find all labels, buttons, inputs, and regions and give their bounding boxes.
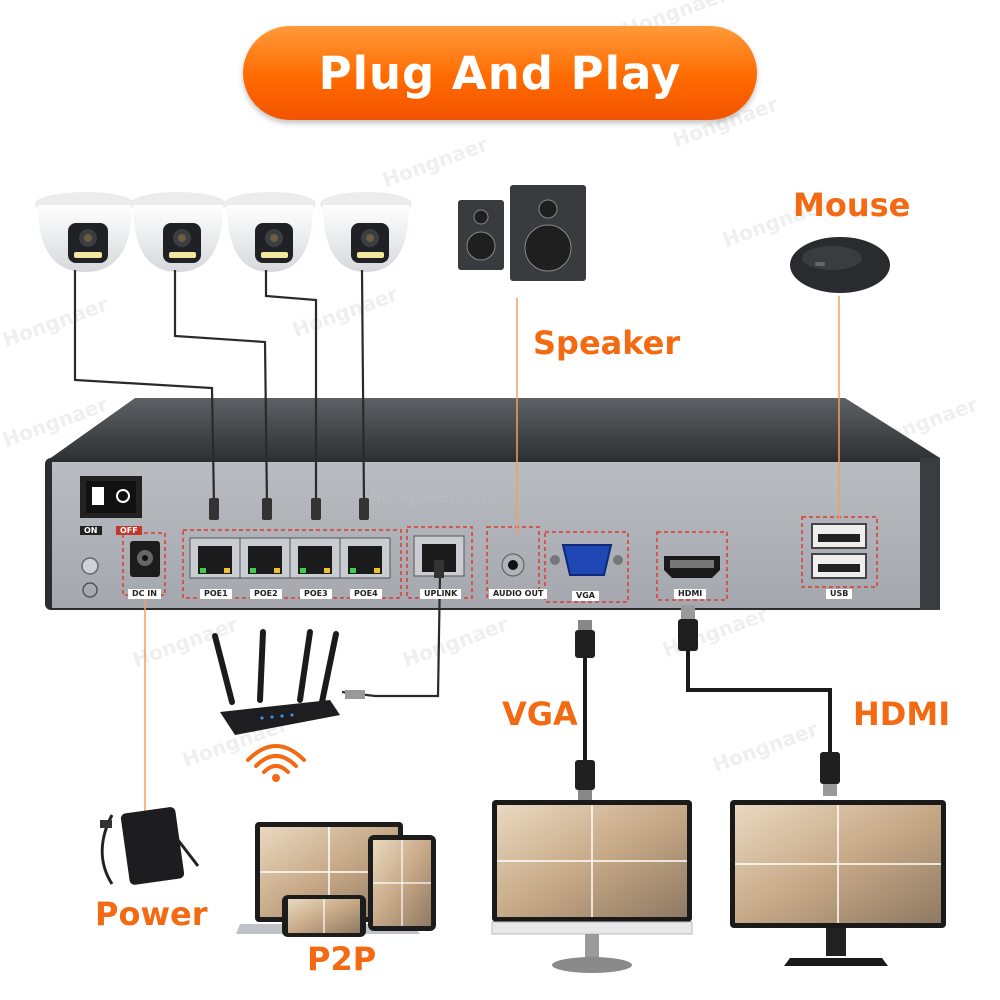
dome-camera-icon	[320, 192, 412, 272]
router-icon	[212, 629, 340, 735]
port-label-vga: VGA	[572, 591, 599, 601]
speaker-icon	[458, 185, 586, 281]
power-adapter-icon	[100, 807, 200, 885]
port-label-poe4: POE4	[350, 589, 382, 599]
phone-icon	[282, 895, 366, 937]
switch-on-label: ON	[80, 526, 102, 535]
port-label-uplink: UPLINK	[420, 589, 462, 599]
mouse-icon	[790, 237, 890, 293]
port-label-hdmi: HDMI	[674, 589, 707, 599]
monitor-icon	[730, 800, 946, 966]
monitor-icon	[491, 800, 693, 973]
dome-camera-icon	[130, 192, 226, 272]
power-label: Power	[95, 895, 208, 933]
hdmi-label: HDMI	[853, 695, 951, 733]
title-banner: Plug And Play	[243, 26, 757, 120]
website-url: hongnaer.com	[370, 486, 499, 507]
dome-camera-icon	[224, 192, 316, 272]
hdmi-cable	[678, 605, 840, 796]
vga-cable	[575, 620, 595, 800]
port-label-usb: USB	[826, 589, 853, 599]
tablet-icon	[368, 835, 436, 931]
wifi-icon	[246, 744, 306, 782]
port-label-audio-out: AUDIO OUT	[489, 589, 548, 599]
p2p-label: P2P	[307, 940, 377, 978]
switch-off-label: OFF	[116, 526, 142, 535]
port-label-dc-in: DC IN	[128, 589, 161, 599]
power-switch	[80, 476, 142, 518]
poe-ports	[189, 537, 391, 579]
port-label-poe3: POE3	[300, 589, 332, 599]
vga-label: VGA	[502, 695, 578, 733]
port-label-poe2: POE2	[250, 589, 282, 599]
port-label-poe1: POE1	[200, 589, 232, 599]
page-title: Plug And Play	[318, 46, 682, 100]
speaker-label: Speaker	[533, 324, 681, 362]
mouse-label: Mouse	[793, 186, 911, 224]
dome-camera-icon	[35, 192, 135, 272]
